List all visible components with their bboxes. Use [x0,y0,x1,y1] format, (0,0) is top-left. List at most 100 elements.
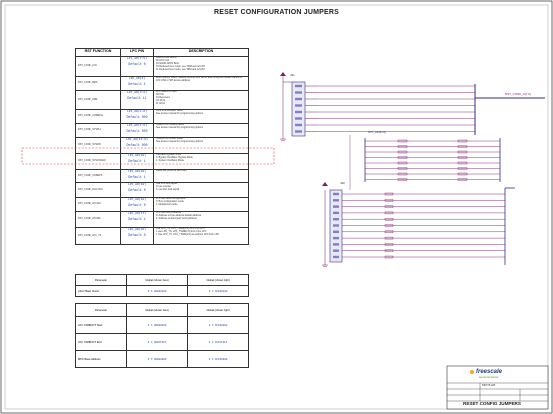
rst-default: Default 1 [128,174,146,179]
power-wire [282,76,292,83]
resistor [384,217,394,221]
resistor [457,145,468,148]
mbar-value-b: 0 X FFF00100 [187,285,249,297]
resistor [384,236,394,240]
resistor [384,199,394,202]
resistor [384,249,394,252]
rst-pin: LPC_AD[28] [127,154,146,158]
rst-default: Default 11 [127,95,147,100]
resistor [384,243,394,246]
rst-pin: LPC_AD[4] [128,77,146,81]
power-arrow-icon [322,182,328,186]
rst-description: Boot memory select: Selects off-chip boo… [153,76,249,91]
rst-description: Selects boot device 00 LPC boot 01 NAND … [153,56,249,77]
power-arrow-icon [280,72,286,76]
resistor [397,178,408,181]
resistor [384,211,394,215]
defaults-value-a: 0 X 00000000 [125,316,189,334]
resistor [457,156,468,159]
rst-pin: LPC_AD[18] [127,198,146,202]
resistor [397,161,408,165]
connector-pin [295,123,302,127]
connector-pin [295,110,302,114]
connector2-label: J32 [340,181,345,185]
resistor [384,255,394,259]
resistor [397,145,408,148]
resistor [397,172,408,176]
rst-pin: LPC_AD[1:0] [127,124,147,128]
rst-description: System PLL divider value See device manu… [153,137,249,154]
connector-pin [333,192,339,196]
connector-j31 [291,81,306,137]
connector-pin [295,84,302,88]
rst-pin-cell: LPC_AD[16]Default 0 [120,227,154,245]
resistor [384,230,394,234]
rst-pin: LPC_AD[19] [127,183,146,187]
top-net-label: RST_CONF_A[7:0] [505,92,531,96]
rst-pin: LPC_AD[16] [127,228,146,232]
connector-pin [333,224,339,227]
connector1-label: J31 [290,73,295,77]
resistor [457,178,468,181]
resistor [384,192,394,196]
resistor [457,150,468,154]
table-row: LPC CS0BOOT End 0 X 000FFFFF 0 X FFFFFFF… [75,333,249,351]
connector-pin [333,249,339,252]
connector-pin [333,199,339,202]
rst-pin: LPC_AD[1:0] [127,110,147,114]
resistor [384,205,394,208]
rst-default: Default 000 [126,128,148,133]
freescale-logo: freescale [476,369,503,375]
connector-pin [295,91,302,94]
rst-default: Default 1 [128,81,146,86]
connector-pin [333,205,339,208]
rst-default: Default 1 [128,158,146,163]
sheet-name: RESET CONFIG JUMPERS [463,401,521,406]
reset-config-table: RST FUNCTION LPC PIN DESCRIPTION RST_CON… [75,48,249,245]
rst-default: Default 000 [126,114,148,119]
rst-description: Core PLL Multiplier factor See device ma… [153,109,249,124]
rst-default: Default 0 [128,187,146,192]
connector-pin [333,230,339,233]
rst-pin: LPC_AD[20] [127,170,146,174]
mid-net-label: LPC_AD[31:0] [368,130,386,134]
connector-pin [333,236,339,240]
rst-default: Default 1 [128,216,146,221]
connector-pin [295,117,302,120]
mbar-table: Parameter Global (shown here) Global (sh… [75,274,249,297]
rst-description: Use LPC_TS, LPC_TSIZE[1:0] from Pins LPC… [153,227,249,245]
connector-pin [333,211,339,215]
resistor [384,224,394,227]
connector-pin [333,243,339,246]
connector-pin [333,218,339,221]
connector-pin [333,255,339,259]
resistor [457,161,468,165]
semiconductor-logo: semiconductor [479,375,499,379]
defaults-value-b: 0 X FFF00000 [187,350,249,368]
resistor [457,139,468,143]
resistor [397,167,408,170]
defaults-value-a: 0 X 00008000 [125,350,189,368]
mbar-value-a: 0 X 00008100 [125,285,189,297]
rst-pin: LPC_AD[3:2] [127,91,147,95]
resistor [397,150,408,154]
rst-pin: LPC_AD[7:5] [127,57,147,61]
connector-pin [295,97,302,101]
doc-label: MPC5125 [482,383,496,387]
defaults-table: Parameter Global (shown here) Global (sh… [75,303,249,368]
rst-default: Default 000 [126,142,148,147]
rst-pin: LPC_AD[15:0] [126,138,148,142]
